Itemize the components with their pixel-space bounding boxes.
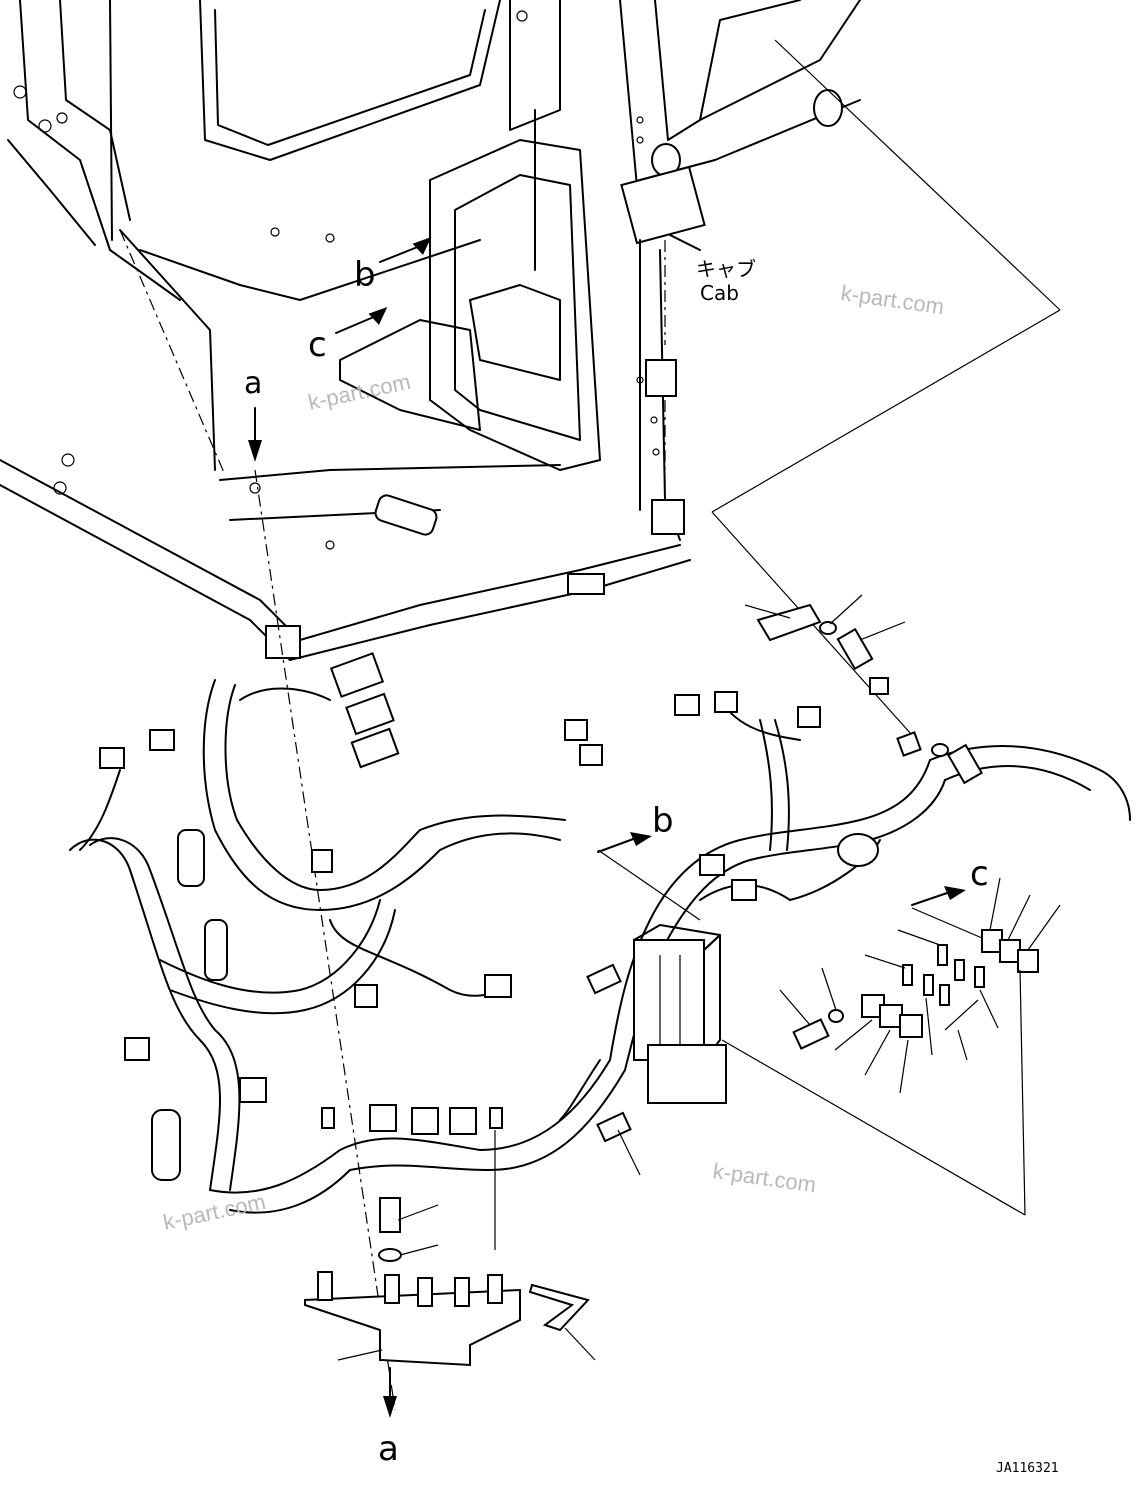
label-b-bottom: b	[652, 801, 674, 841]
label-a-bottom: a	[378, 1429, 399, 1469]
bracket-plate	[304, 1271, 590, 1367]
relays	[861, 929, 1039, 1038]
direction-arrows	[248, 236, 966, 1418]
label-c-top: c	[308, 325, 327, 365]
watermark: k-part.com	[839, 280, 945, 319]
label-c-bottom: c	[970, 854, 989, 894]
figure-code: JA116321	[996, 1461, 1059, 1476]
watermark: k-part.com	[161, 1189, 268, 1235]
connectors	[99, 652, 922, 1181]
cab-label-jp: キャブ	[696, 257, 756, 281]
label-a-top: a	[244, 366, 262, 401]
watermark: k-part.com	[711, 1158, 817, 1197]
fasteners	[378, 603, 984, 1262]
cab-frame	[0, 0, 861, 1411]
cab-label-en: Cab	[700, 281, 739, 305]
label-b-top: b	[354, 255, 376, 295]
leader-lines	[337, 594, 1061, 1361]
wiring-harness	[69, 679, 1131, 1214]
